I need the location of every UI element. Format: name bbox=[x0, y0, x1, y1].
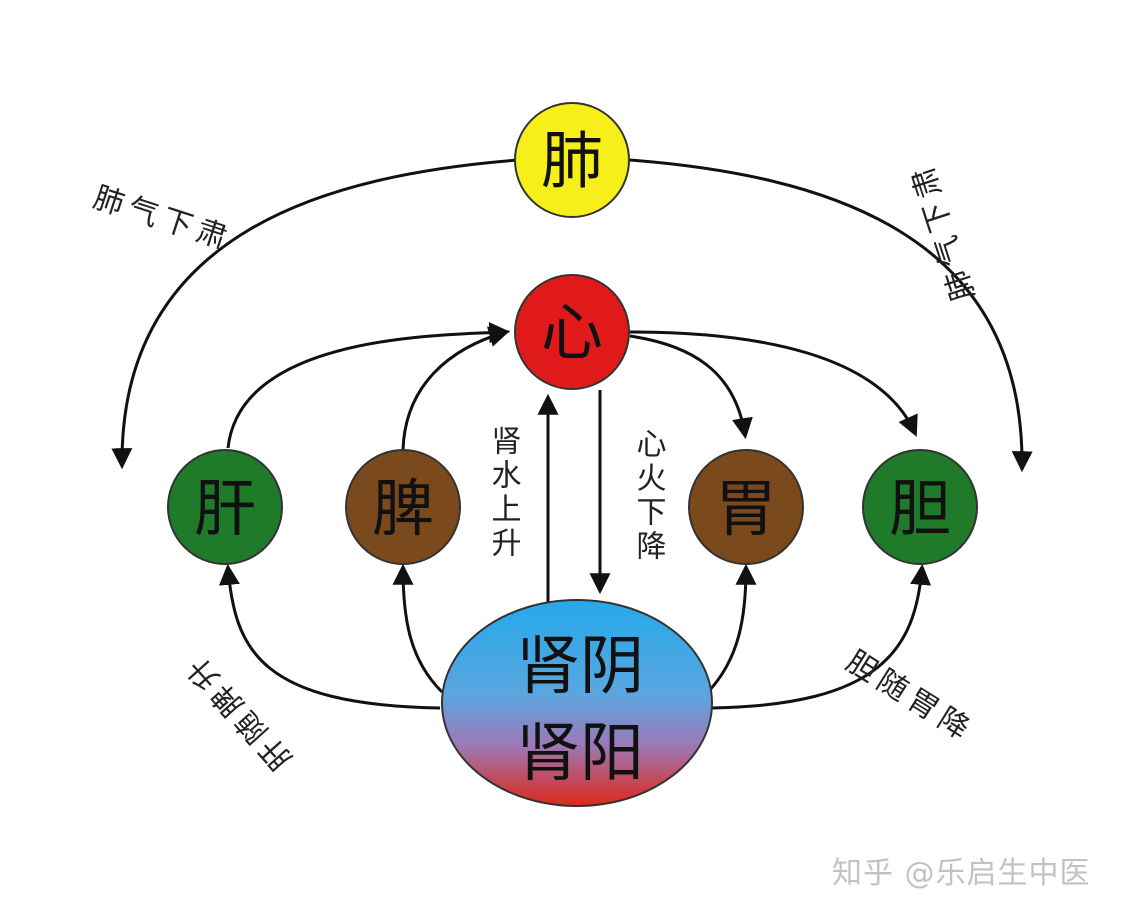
label-liver-spleen-rise-group: 肝随脾升 bbox=[177, 646, 299, 776]
lung-label: 肺 bbox=[541, 124, 603, 197]
arrow-kidney-to-gallbladder bbox=[711, 563, 932, 710]
label-lung-qi-left: 肺气下肃 bbox=[89, 180, 237, 258]
node-spleen: 脾 bbox=[345, 449, 461, 565]
arrow-heart-to-gallbladder bbox=[629, 330, 918, 437]
arrow-lung-to-gallbladder bbox=[629, 158, 1033, 473]
node-liver: 肝 bbox=[167, 449, 283, 565]
kidney-yang-label: 肾阳 bbox=[516, 717, 644, 791]
gallbladder-label: 胆 bbox=[889, 472, 951, 545]
watermark-text: 知乎 @乐启生中医 bbox=[832, 856, 1091, 891]
kidney-yin-label: 肾阴 bbox=[516, 630, 644, 704]
node-kidney: 肾阴 肾阳 bbox=[441, 599, 713, 807]
arrow-kidney-to-stomach bbox=[706, 563, 757, 694]
arrow-heart-to-stomach bbox=[629, 334, 753, 440]
label-liver-spleen-rise: 肝随脾升 bbox=[177, 646, 299, 776]
node-heart: 心 bbox=[514, 274, 630, 390]
label-kidney-water-rise: 肾水上升 bbox=[486, 425, 521, 561]
label-lung-qi-left-group: 肺气下肃 bbox=[89, 180, 237, 258]
arrow-spleen-to-heart bbox=[401, 326, 511, 451]
label-lung-qi-right: 肺气下肃 bbox=[904, 157, 982, 305]
label-lung-qi-right-group: 肺气下肃 bbox=[904, 157, 982, 305]
arrow-kidney-to-spleen bbox=[392, 563, 444, 694]
label-gallbladder-stomach-descend: 胆随胃降 bbox=[840, 644, 981, 750]
node-lung: 肺 bbox=[514, 102, 630, 218]
label-gallbladder-stomach-descend-group: 胆随胃降 bbox=[840, 644, 981, 750]
node-gallbladder: 胆 bbox=[862, 449, 978, 565]
node-stomach: 胃 bbox=[688, 449, 804, 565]
arrow-lung-to-liver bbox=[111, 158, 519, 470]
spleen-label: 脾 bbox=[372, 472, 434, 545]
label-heart-fire-descend: 心火下降 bbox=[631, 428, 666, 564]
arrow-kidney-to-liver bbox=[218, 563, 441, 710]
heart-label: 心 bbox=[541, 296, 603, 369]
stomach-label: 胃 bbox=[715, 472, 777, 545]
arrow-liver-to-heart bbox=[226, 322, 511, 449]
liver-label: 肝 bbox=[194, 472, 256, 545]
